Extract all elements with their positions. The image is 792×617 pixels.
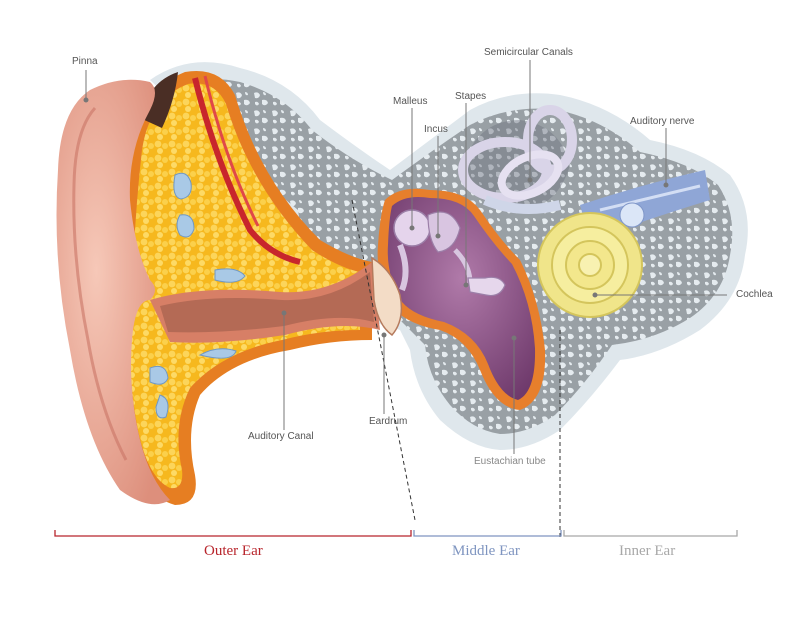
leader-lines (83, 60, 727, 454)
outer-ear-tissue (115, 70, 372, 505)
cochlea-shape (537, 212, 643, 318)
auditory-canal-label: Auditory Canal (248, 431, 314, 442)
middle-ear-section-label: Middle Ear (452, 543, 520, 559)
incus-label: Incus (424, 124, 448, 135)
section-brackets (54, 530, 738, 537)
outer-ear-section-label: Outer Ear (204, 543, 263, 559)
auditory-nerve-label: Auditory nerve (630, 116, 695, 127)
eardrum-label: Eardrum (369, 416, 408, 427)
pinna-shape (56, 79, 170, 505)
semicircular-canals-shape (458, 105, 577, 214)
inner-ear-section-label: Inner Ear (619, 543, 676, 559)
stapes-label: Stapes (455, 91, 487, 102)
pinna-label: Pinna (72, 56, 98, 67)
malleus-label: Malleus (393, 96, 428, 107)
cochlea-label: Cochlea (736, 289, 773, 300)
semicircular-canals-label: Semicircular Canals (484, 47, 573, 58)
auditory-canal (150, 262, 380, 343)
eardrum-shape (371, 256, 403, 337)
eustachian-tube-label: Eustachian tube (474, 456, 546, 467)
